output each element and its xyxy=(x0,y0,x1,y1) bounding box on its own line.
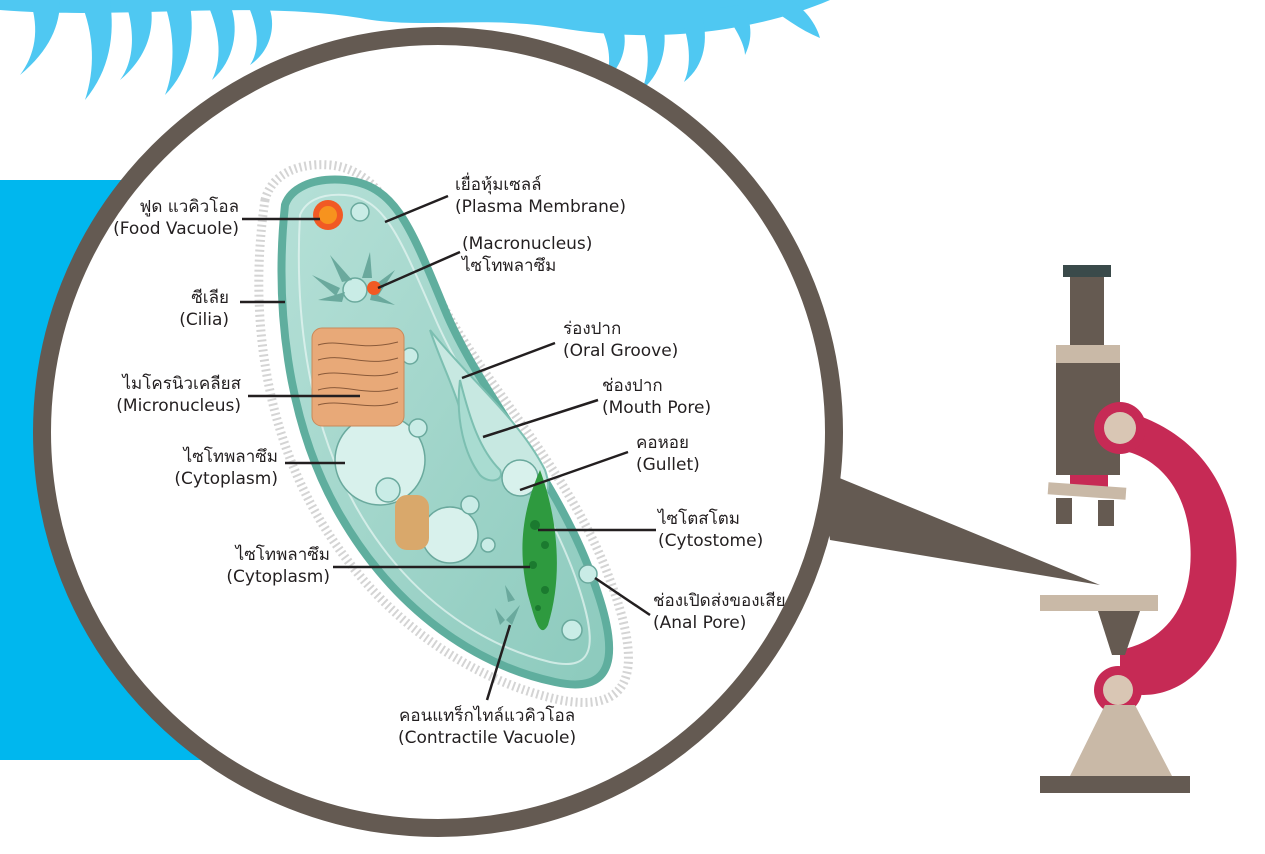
label-macronucleus-th: ไซโทพลาซึม xyxy=(462,255,592,277)
label-mouth-pore-en: (Mouth Pore) xyxy=(602,397,711,419)
label-cytoplasm-2: ไซโทพลาซึม (Cytoplasm) xyxy=(226,544,330,588)
label-micronucleus-en: (Micronucleus) xyxy=(116,395,241,417)
label-oral-groove: ร่องปาก (Oral Groove) xyxy=(563,318,678,362)
microscope-icon xyxy=(1040,265,1237,793)
food-particle xyxy=(395,495,429,550)
label-food-vacuole-en: (Food Vacuole) xyxy=(113,218,239,240)
label-anal-pore-en: (Anal Pore) xyxy=(653,612,786,634)
label-anal-pore-th: ช่องเปิดส่งของเสีย xyxy=(653,590,786,612)
label-cytoplasm-2-en: (Cytoplasm) xyxy=(226,566,330,588)
label-plasma-membrane-en: (Plasma Membrane) xyxy=(455,196,626,218)
label-micronucleus-th: ไมโครนิวเคลียส xyxy=(116,373,241,395)
label-macronucleus-en: (Macronucleus) xyxy=(462,233,592,255)
label-gullet-en: (Gullet) xyxy=(636,454,700,476)
label-contractile-vacuole-en: (Contractile Vacuole) xyxy=(398,727,576,749)
label-gullet-th: คอหอย xyxy=(636,432,700,454)
label-mouth-pore-th: ช่องปาก xyxy=(602,375,711,397)
label-gullet: คอหอย (Gullet) xyxy=(636,432,700,476)
label-cytostome: ไซโตสโตม (Cytostome) xyxy=(658,508,763,552)
label-food-vacuole-th: ฟูด แวคิวโอล xyxy=(113,196,239,218)
label-plasma-membrane: เยื่อหุ้มเซลล์ (Plasma Membrane) xyxy=(455,174,626,218)
label-mouth-pore: ช่องปาก (Mouth Pore) xyxy=(602,375,711,419)
label-plasma-membrane-th: เยื่อหุ้มเซลล์ xyxy=(455,174,626,196)
label-cytostome-th: ไซโตสโตม xyxy=(658,508,763,530)
label-cytoplasm-1: ไซโทพลาซึม (Cytoplasm) xyxy=(174,446,278,490)
label-anal-pore: ช่องเปิดส่งของเสีย (Anal Pore) xyxy=(653,590,786,634)
label-food-vacuole: ฟูด แวคิวโอล (Food Vacuole) xyxy=(113,196,239,240)
label-cytoplasm-1-en: (Cytoplasm) xyxy=(174,468,278,490)
label-cytoplasm-2-th: ไซโทพลาซึม xyxy=(226,544,330,566)
label-cilia-en: (Cilia) xyxy=(179,309,229,331)
label-contractile-vacuole-th: คอนแทร็กไทล์แวคิวโอล xyxy=(398,705,576,727)
label-micronucleus: ไมโครนิวเคลียส (Micronucleus) xyxy=(116,373,241,417)
label-cytostome-en: (Cytostome) xyxy=(658,530,763,552)
label-cilia-th: ซีเลีย xyxy=(179,287,229,309)
label-contractile-vacuole: คอนแทร็กไทล์แวคิวโอล (Contractile Vacuol… xyxy=(398,705,576,749)
label-oral-groove-en: (Oral Groove) xyxy=(563,340,678,362)
label-oral-groove-th: ร่องปาก xyxy=(563,318,678,340)
label-cytoplasm-1-th: ไซโทพลาซึม xyxy=(174,446,278,468)
micronucleus-block xyxy=(312,328,404,426)
label-macronucleus: (Macronucleus) ไซโทพลาซึม xyxy=(462,233,592,277)
label-cilia: ซีเลีย (Cilia) xyxy=(179,287,229,331)
